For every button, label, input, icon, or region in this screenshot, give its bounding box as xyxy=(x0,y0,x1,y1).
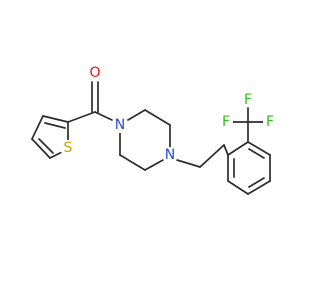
piperazine-nitrogen-1-label: N xyxy=(115,117,125,133)
fluorine-left-label-bg xyxy=(219,115,233,129)
fluorine-top-label: F xyxy=(244,92,252,108)
linker-bond-n4-ch2 xyxy=(176,159,201,168)
thiophene-bond-c5-s xyxy=(49,151,63,159)
thiophene-bond-c4-c5 xyxy=(31,138,51,159)
bond-lines xyxy=(31,81,271,195)
thiophene-sulfur-label: S xyxy=(64,140,73,156)
benzene-inner-bond-2-3 xyxy=(248,148,265,159)
thiophene-bond-c3-c4 xyxy=(31,115,44,140)
benzene-bond-1-2 xyxy=(227,141,249,156)
carbonyl-to-nitrogen-bond xyxy=(94,111,113,121)
oxygen-label-bg xyxy=(87,65,103,81)
thiophene-to-carbonyl-bond xyxy=(67,111,96,123)
atom-labels: O S N N F F F xyxy=(60,65,277,163)
benzene-bond-2-3 xyxy=(247,141,271,156)
benzene-bond-4-5 xyxy=(247,180,271,195)
carbonyl-oxygen-label: O xyxy=(89,65,100,81)
linker-bond-ch2-ring xyxy=(223,144,229,156)
nitrogen-4-label-bg xyxy=(162,147,178,163)
linker-bond-ch2-ch2 xyxy=(199,144,225,168)
piperazine-nitrogen-4-label: N xyxy=(165,147,175,163)
piperazine-bond-c2-c3 xyxy=(144,109,171,126)
benzene-bond-5-6 xyxy=(227,180,249,195)
piperazine-bond-n4-c5 xyxy=(144,159,164,171)
molecule-structure-diagram: O S N N F F F xyxy=(31,65,277,195)
nitrogen-1-label-bg xyxy=(112,117,128,133)
thiophene-double-bond-c4-c5 xyxy=(38,138,54,154)
benzene-inner-bond-4-5 xyxy=(248,177,265,188)
fluorine-top-label-bg xyxy=(241,93,255,107)
sulfur-label-bg xyxy=(60,140,76,156)
fluorine-right-label: F xyxy=(266,114,274,130)
fluorine-left-label: F xyxy=(222,114,230,130)
thiophene-double-bond-c2-c3 xyxy=(44,122,66,129)
thiophene-bond-c2-c3 xyxy=(42,115,69,123)
piperazine-bond-c5-c6 xyxy=(119,154,146,171)
fluorine-right-label-bg xyxy=(263,115,277,129)
piperazine-bond-n1-c2 xyxy=(127,109,146,121)
